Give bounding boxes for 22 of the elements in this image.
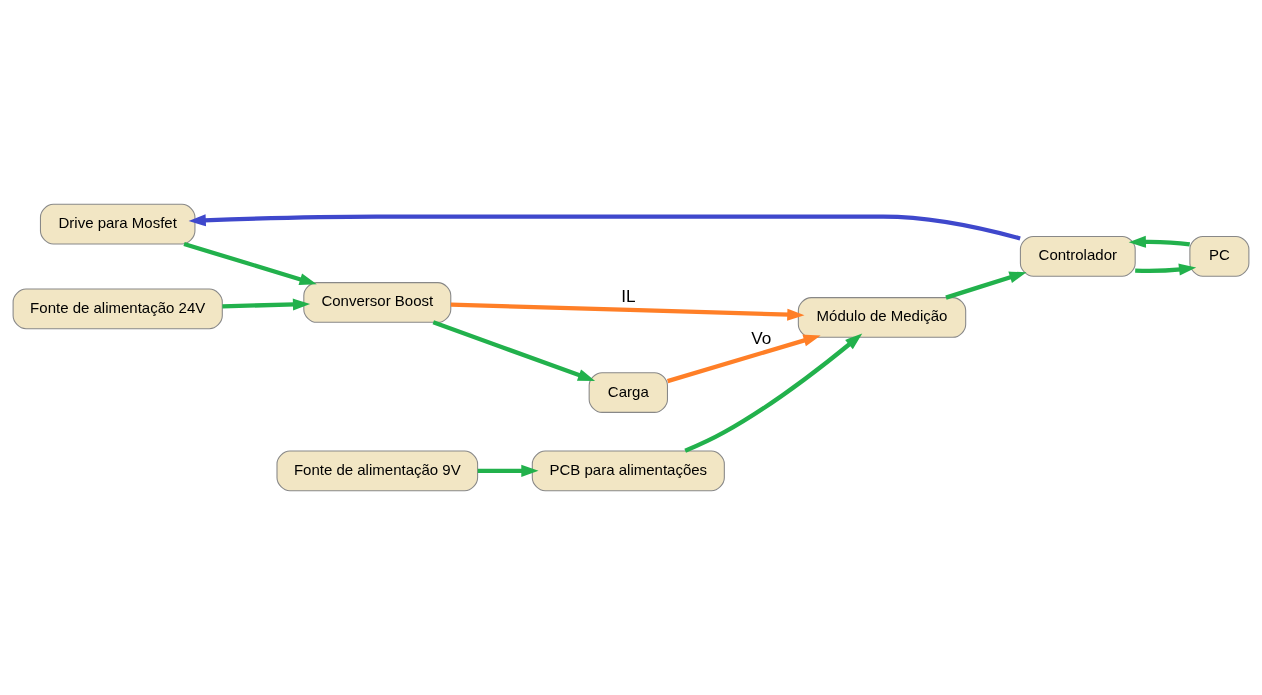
node-box: Conversor Boost [303,282,452,323]
node-box: PCB para alimentações [531,450,725,492]
node-box: Fonte de alimentação 9V [276,450,479,492]
arrow [1135,263,1197,276]
node-box: Carga [588,372,668,413]
arrow [1128,235,1191,248]
arrow [684,333,863,453]
arrow [183,241,317,286]
arrow [432,320,596,381]
node-box: Controlador [1019,235,1136,277]
arrow [450,302,805,321]
edge-label: Vo [751,328,772,349]
arrow [945,271,1027,300]
node-box: Drive para Mosfet [39,203,196,245]
node-box: PC [1189,235,1250,277]
node-box: Módulo de Medição [797,297,967,338]
arrow [667,334,821,384]
arrow [222,298,311,311]
node-box: Fonte de alimentação 24V [12,288,223,330]
arrow [188,214,1021,241]
arrow [477,464,539,477]
edge-label: IL [621,286,636,307]
